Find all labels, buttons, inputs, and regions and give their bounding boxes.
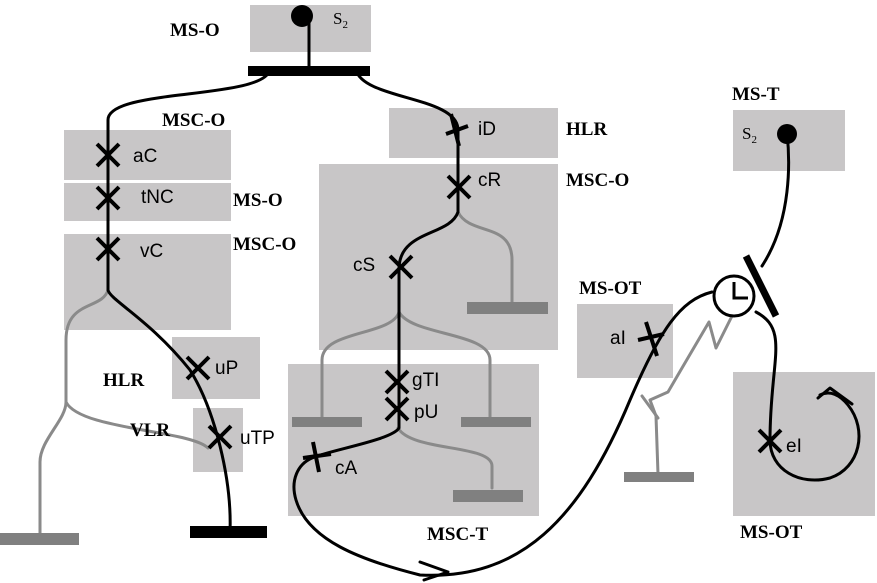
cS-gray-terminator-right — [461, 417, 531, 427]
eI-marker-icon — [757, 428, 783, 454]
gene-markers — [95, 113, 783, 473]
active-wires — [106, 14, 861, 582]
pU-gray-branch — [396, 426, 494, 490]
ms-ot-gray-terminator — [624, 472, 694, 482]
left-black-terminator — [190, 526, 267, 538]
label-mid-msc-o: MSC-O — [566, 170, 629, 191]
gene-gTI: gTI — [412, 370, 439, 391]
label-ms-ot-bottom: MS-OT — [740, 522, 803, 543]
region-tNC — [64, 183, 231, 221]
uP-marker-icon — [185, 355, 211, 381]
ms-ot-gray-fork — [640, 394, 660, 420]
label-left-msc-o-1: MSC-O — [162, 110, 225, 131]
s2-source-dot — [291, 5, 313, 27]
cR-gray-terminator — [467, 302, 548, 314]
left-active-path — [106, 68, 272, 534]
pU-marker-icon — [384, 396, 410, 422]
region-iD — [389, 108, 558, 158]
gene-vC: vC — [140, 241, 163, 262]
gTI-marker-icon — [384, 369, 410, 395]
left-gray-cross — [64, 400, 210, 450]
gene-pU: pU — [414, 402, 438, 423]
main-active-path — [292, 68, 714, 577]
gene-eI: eI — [786, 436, 802, 457]
top-distribution-bar — [248, 66, 370, 76]
left-gray-terminator — [0, 533, 79, 545]
gene-cS: cS — [353, 255, 375, 276]
gene-cR: cR — [478, 170, 501, 191]
region-vC — [64, 234, 231, 330]
loop-arrowhead — [816, 386, 854, 406]
cS-gray-terminator-left — [292, 417, 362, 427]
label-hlr-up: HLR — [103, 370, 144, 391]
s2-target-dot — [777, 124, 797, 144]
label-ms-ot-top: MS-OT — [579, 278, 642, 299]
region-cR — [319, 164, 558, 350]
cA-marker-icon — [302, 441, 332, 473]
gene-uTP: uTP — [240, 428, 275, 449]
inactive-branches — [38, 210, 744, 536]
region-aC — [64, 130, 231, 180]
cS-gray-right — [397, 310, 492, 420]
gene-tNC: tNC — [141, 187, 174, 208]
pU-gray-terminator — [453, 490, 523, 502]
tNC-marker-icon — [95, 185, 121, 211]
label-top-ms-o: MS-O — [170, 20, 220, 41]
iD-marker-icon — [445, 113, 469, 147]
gene-uP: uP — [215, 358, 238, 379]
label-hlr-mid: HLR — [566, 119, 607, 140]
left-gray-branch — [38, 288, 110, 536]
cR-marker-icon — [446, 174, 472, 200]
vC-marker-icon — [95, 236, 121, 262]
region-eI — [733, 372, 875, 516]
cS-gray-left — [320, 310, 401, 420]
cR-gray-branch — [456, 210, 514, 305]
label-left-msc-o-2: MSC-O — [233, 234, 296, 255]
gene-aC: aC — [133, 146, 157, 167]
clock-switch-icon — [712, 254, 780, 318]
ms-ot-bottom-loop — [754, 310, 861, 482]
label-left-ms-o: MS-O — [233, 190, 283, 211]
aI-marker-icon — [637, 321, 665, 357]
gene-aI: aI — [610, 328, 626, 349]
gene-iD: iD — [478, 119, 496, 140]
label-vlr: VLR — [130, 420, 170, 441]
aC-marker-icon — [95, 142, 121, 168]
gene-cA: cA — [335, 458, 358, 479]
uTP-marker-icon — [207, 424, 233, 450]
label-top-signal: S2 — [333, 9, 348, 31]
label-ms-t-signal: S2 — [742, 124, 757, 146]
main-arrowhead — [418, 560, 450, 582]
cS-marker-icon — [388, 254, 414, 280]
label-ms-t: MS-T — [732, 84, 780, 105]
label-msc-t: MSC-T — [427, 524, 489, 545]
